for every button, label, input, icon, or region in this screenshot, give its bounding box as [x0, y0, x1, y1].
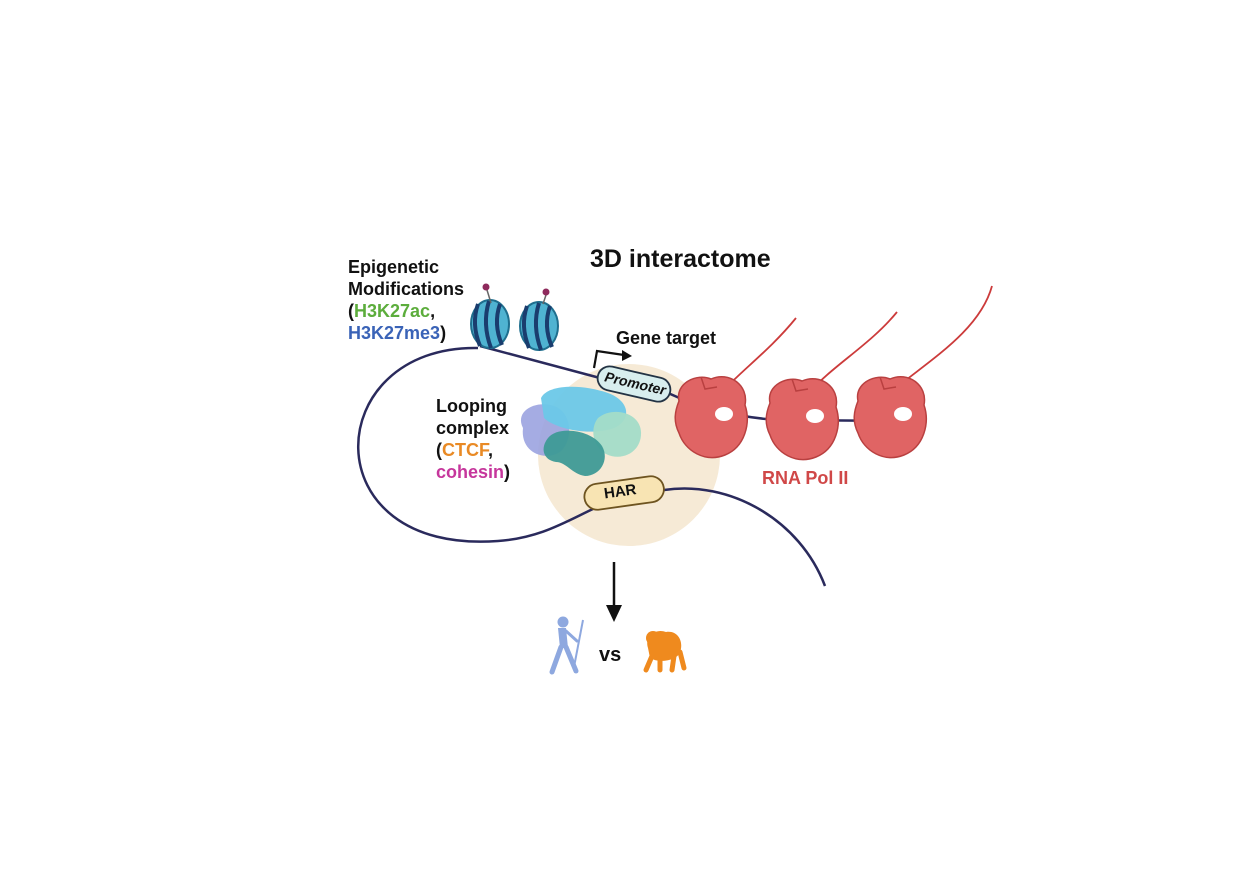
- dna-upstream-strand: [479, 344, 601, 380]
- promoter-box: [596, 365, 672, 403]
- comparison-vs-label: vs: [599, 644, 622, 666]
- cohesin-label: cohesin: [436, 462, 505, 482]
- looping-line-1: Looping: [436, 396, 507, 416]
- comma: ,: [430, 301, 436, 321]
- tss-arrow-icon: [592, 349, 632, 369]
- looping-line-4: cohesin): [436, 461, 510, 483]
- rna-pol-ii-1: [674, 376, 748, 459]
- h3k27me3-label: H3K27me3: [348, 323, 441, 343]
- rna-pol-ii-2: [765, 378, 839, 461]
- close-paren: ): [504, 462, 511, 482]
- open-paren: (: [348, 301, 354, 321]
- epigenetic-line-4: H3K27me3): [348, 322, 464, 344]
- looping-line-3: (CTCF,: [436, 439, 510, 461]
- nucleosome-1: [470, 283, 510, 349]
- down-arrow-icon: [606, 562, 622, 622]
- h3k27ac-label: H3K27ac: [354, 301, 431, 321]
- dna-tail-strand: [663, 487, 827, 587]
- epigenetic-line-1: Epigenetic: [348, 257, 440, 277]
- chimp-icon: [643, 630, 687, 673]
- close-paren: ): [440, 323, 447, 343]
- looping-complex-icon: [520, 386, 642, 476]
- gene-target-label: Gene target: [616, 328, 717, 348]
- diagram-title: 3D interactome: [590, 245, 771, 273]
- looping-line-2: complex: [436, 418, 510, 438]
- epigenetic-label: Epigenetic Modifications (H3K27ac, H3K27…: [348, 256, 464, 344]
- nucleosome-2: [519, 288, 559, 351]
- har-box: [583, 475, 665, 511]
- comma: ,: [488, 440, 494, 460]
- looping-label: Looping complex (CTCF, cohesin): [436, 395, 510, 483]
- open-paren: (: [436, 440, 442, 460]
- rna-transcript-3: [895, 285, 993, 389]
- human-icon: [549, 616, 584, 675]
- dna-loop-strand: [357, 346, 596, 543]
- epigenetic-line-3: (H3K27ac,: [348, 300, 464, 322]
- rna-pol-ii-label: RNA Pol II: [762, 468, 849, 488]
- ctcf-label: CTCF: [442, 440, 488, 460]
- rna-pol-ii-3: [853, 376, 927, 459]
- epigenetic-line-2: Modifications: [348, 279, 464, 299]
